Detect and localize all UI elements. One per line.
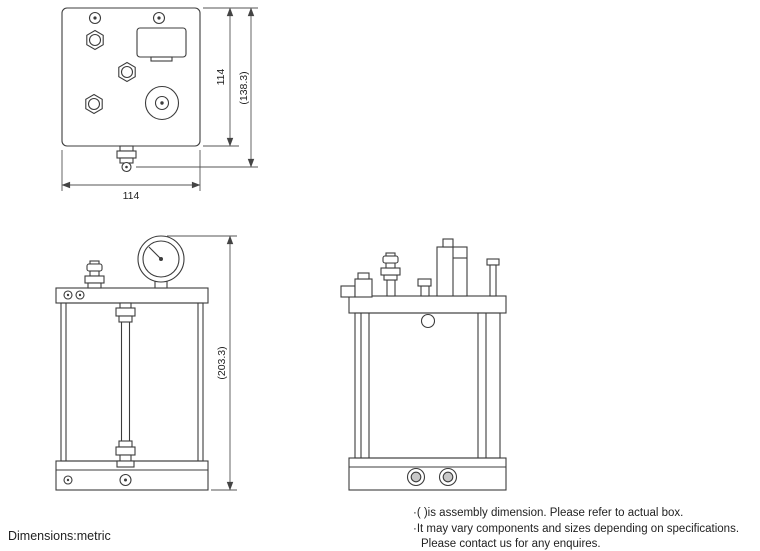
port-circle-right (438, 467, 458, 487)
sight-tube (115, 302, 136, 487)
elbow-fitting (340, 272, 373, 298)
note-line-3: Please contact us for any enquires. (421, 538, 601, 550)
side-push-fitting (380, 252, 401, 297)
solenoid-component (436, 238, 468, 297)
pressure-gauge (137, 235, 185, 289)
front-push-fitting (84, 260, 105, 289)
top-view-dimensions: 114 (138.3) 114 (61, 7, 258, 202)
port-circle-left (406, 467, 426, 487)
dim-top-view-height: 114 (215, 68, 227, 85)
note-line-2: ·It may vary components and sizes depend… (413, 523, 739, 535)
front-view-dimension: (203.3) (167, 235, 237, 491)
dim-front-view-assembly-height: (203.3) (216, 346, 228, 379)
small-fitting (417, 278, 432, 297)
round-knob (144, 85, 180, 121)
top-view (61, 7, 201, 173)
mount-bracket (486, 258, 500, 297)
side-view (340, 238, 507, 491)
component-block (136, 27, 187, 62)
hex-bolt-top (86, 29, 104, 51)
top-view-bottom-fitting (116, 145, 137, 173)
dim-top-view-assembly-height: (138.3) (238, 71, 250, 104)
units-label: Dimensions:metric (8, 529, 111, 543)
front-view (55, 235, 209, 491)
hex-bolt-lower (85, 93, 103, 115)
hex-bolt-center (118, 61, 136, 83)
note-line-1: ·( )is assembly dimension. Please refer … (413, 507, 683, 519)
dim-top-view-width: 114 (123, 190, 140, 202)
